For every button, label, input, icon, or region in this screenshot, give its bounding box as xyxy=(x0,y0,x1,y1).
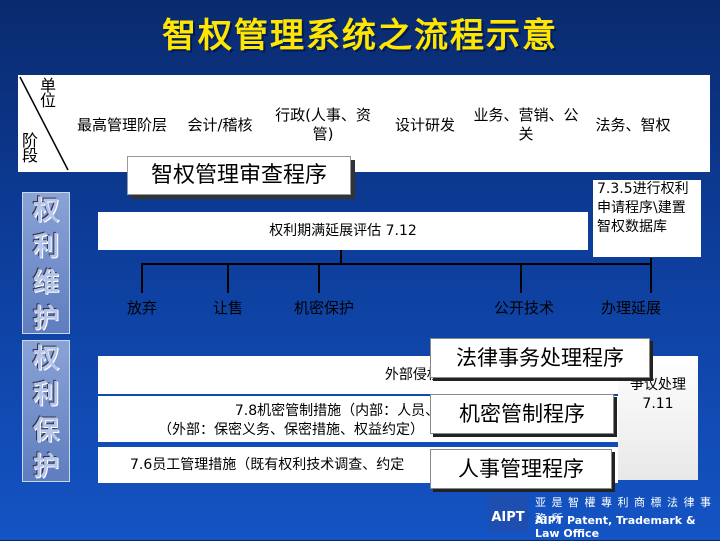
column-accounting: 会计/稽核 xyxy=(187,116,253,134)
expiry-evaluation-box: 权利期满延展评估 7.12 xyxy=(98,212,588,250)
ip-review-program: 智权管理审查程序 xyxy=(127,156,351,195)
logo-chinese-name: 亚 是 智 權 專 利 商 標 法 律 事 務 所 xyxy=(535,496,712,525)
column-top-management: 最高管理阶层 xyxy=(76,116,167,134)
leaf-public-tech: 公开技术 xyxy=(493,299,554,317)
side-label-rights-maintenance: 权利维护 xyxy=(22,192,70,334)
column-admin: 行政(人事、资管) xyxy=(275,106,371,143)
tree-note-connector xyxy=(650,258,652,264)
tree-leg-4 xyxy=(520,263,522,293)
corner-divider xyxy=(19,76,69,171)
column-sales: 业务、营销、公关 xyxy=(473,106,579,143)
corner-unit-label: 单位 xyxy=(40,76,57,110)
tree-trunk xyxy=(340,250,342,264)
leaf-confidential: 机密保护 xyxy=(293,299,354,317)
leaf-extension: 办理延展 xyxy=(600,299,661,317)
rights-application-note: 7.3.5进行权利申请程序\建置智权数据库 xyxy=(593,180,701,257)
tree-leg-5 xyxy=(650,263,652,293)
hr-management-program: 人事管理程序 xyxy=(430,449,612,489)
aipt-logo-mark: AIPT xyxy=(488,495,528,531)
column-legal-ip: 法务、智权 xyxy=(595,116,671,134)
page-title: 智权管理系统之流程示意 xyxy=(162,16,558,56)
header-band xyxy=(18,75,710,172)
corner-stage-label: 阶段 xyxy=(22,131,39,165)
leaf-abandon: 放弃 xyxy=(126,299,157,317)
logo-english-name: AIPT Patent, Trademark & Law Office xyxy=(535,514,696,540)
tree-branch-bar xyxy=(141,263,651,265)
column-rnd: 设计研发 xyxy=(394,116,455,134)
tree-leg-1 xyxy=(141,263,143,293)
leaf-sell: 让售 xyxy=(212,299,243,317)
legal-affairs-program: 法律事务处理程序 xyxy=(430,338,650,378)
tree-leg-2 xyxy=(227,263,229,293)
side-label-rights-protection: 权利保护 xyxy=(22,340,70,482)
confidential-control-program: 机密管制程序 xyxy=(430,394,614,434)
tree-leg-3 xyxy=(318,263,320,293)
